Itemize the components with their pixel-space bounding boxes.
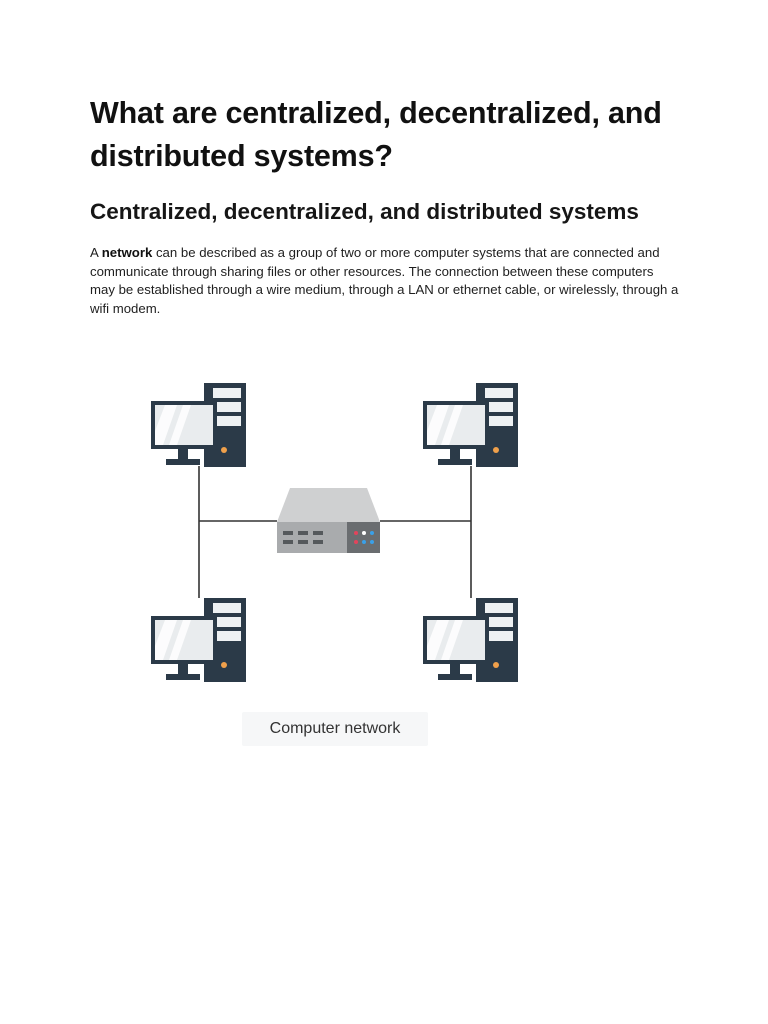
intro-paragraph: A network can be described as a group of… bbox=[90, 244, 680, 318]
computer-icon bbox=[151, 598, 246, 682]
bold-term-network: network bbox=[101, 245, 153, 260]
section-heading: Centralized, decentralized, and distribu… bbox=[90, 199, 639, 224]
figure-caption: Computer network bbox=[242, 712, 428, 746]
network-switch-icon bbox=[277, 488, 380, 553]
computer-icon bbox=[423, 383, 518, 467]
paragraph-body: can be described as a group of two or mo… bbox=[90, 245, 679, 316]
paragraph-prefix: A bbox=[90, 245, 102, 260]
network-wires bbox=[198, 466, 472, 598]
computer-icon bbox=[151, 383, 246, 467]
page-title: What are centralized, decentralized, and… bbox=[90, 96, 662, 173]
computer-icon bbox=[423, 598, 518, 682]
